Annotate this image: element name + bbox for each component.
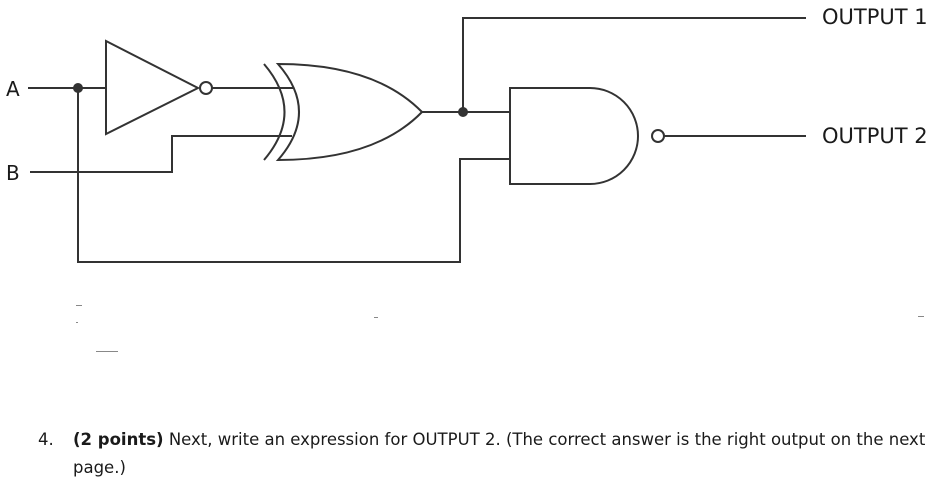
scan-speck bbox=[374, 317, 378, 318]
question-points: (2 points) bbox=[73, 430, 164, 449]
question-prompt: Next, write an expression for OUTPUT 2. … bbox=[73, 430, 926, 477]
not-gate bbox=[105, 39, 201, 136]
not-gate-bubble bbox=[199, 81, 213, 95]
xor-gate-extra-arc bbox=[263, 63, 286, 161]
wire-input-b bbox=[30, 135, 292, 173]
output-2-label: OUTPUT 2 bbox=[822, 124, 928, 148]
scan-speck bbox=[76, 322, 78, 323]
input-label-a: A bbox=[6, 77, 20, 101]
output-1-label: OUTPUT 1 bbox=[822, 5, 928, 29]
xor-gate bbox=[275, 62, 424, 162]
question-text: (2 points) Next, write an expression for… bbox=[73, 426, 933, 482]
nand-gate bbox=[509, 87, 639, 185]
wire-a-feedback bbox=[77, 88, 510, 263]
input-label-b: B bbox=[6, 161, 20, 185]
scan-speck bbox=[918, 316, 924, 317]
wire-output-1 bbox=[462, 17, 806, 112]
scan-speck bbox=[96, 351, 118, 352]
scan-speck bbox=[76, 305, 82, 306]
nand-gate-bubble bbox=[651, 129, 665, 143]
question-number: 4. bbox=[38, 430, 54, 449]
